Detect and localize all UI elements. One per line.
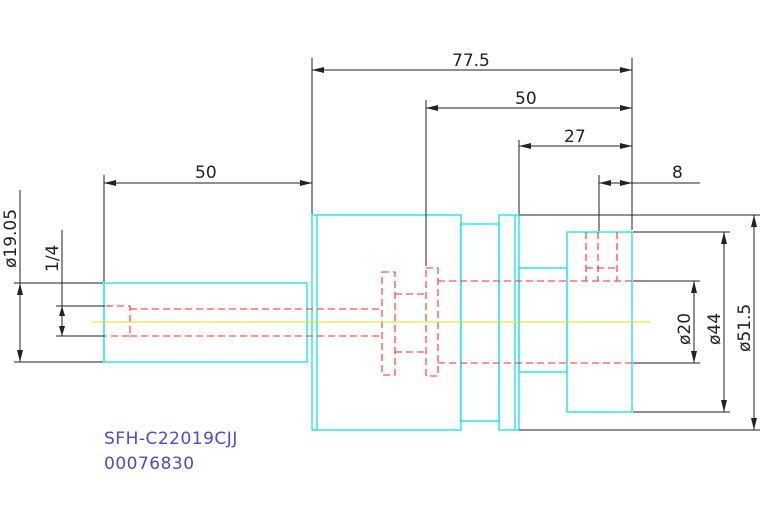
arrow-dia1905-bottom — [17, 350, 23, 362]
left-bore-hidden — [106, 305, 131, 337]
arrow-dia1905-top — [17, 283, 23, 295]
dimension-lines — [14, 58, 760, 431]
part-labels: SFH-C22019CJJ 00076830 — [104, 429, 238, 474]
dim-label-50-left: 50 — [195, 163, 217, 183]
arrow-dia20-top — [691, 281, 697, 293]
dim-label-dia515: ø51.5 — [735, 304, 755, 352]
arrow-dia44-top — [721, 232, 727, 244]
arrow-8-left — [599, 180, 611, 186]
arrow-50l-left — [104, 180, 116, 186]
arrow-50r-right — [620, 105, 632, 111]
inner-flange-1 — [381, 271, 396, 376]
arrow-8-right — [620, 180, 632, 186]
arrow-27-right — [620, 143, 632, 149]
dim-label-dia20: ø20 — [675, 313, 695, 345]
dim-label-77-5: 77.5 — [452, 51, 490, 71]
arrow-dia515-top — [751, 215, 757, 227]
dimension-labels: 77.5 50 27 8 50 ø19.05 1/4 ø20 ø44 ø51.5 — [1, 51, 755, 352]
arrow-frac-top — [59, 306, 65, 316]
dim-label-frac: 1/4 — [43, 245, 63, 272]
arrow-50r-left — [426, 105, 438, 111]
dim-label-8: 8 — [672, 163, 683, 183]
arrow-27-left — [519, 143, 531, 149]
arrow-dia20-bottom — [691, 351, 697, 363]
part-number-label: 00076830 — [104, 454, 195, 474]
arrow-50l-right — [300, 180, 312, 186]
dim-label-dia44: ø44 — [705, 313, 725, 345]
dim-label-dia1905: ø19.05 — [1, 209, 21, 268]
dim-label-50-right: 50 — [515, 89, 537, 109]
hub — [518, 267, 568, 373]
arrow-dia515-bottom — [751, 418, 757, 430]
arrow-frac-bottom — [59, 326, 65, 336]
part-code-label: SFH-C22019CJJ — [104, 429, 238, 449]
dim-label-27: 27 — [564, 127, 586, 147]
arrow-77-5-left — [312, 67, 324, 73]
arrow-dia44-bottom — [721, 400, 727, 412]
arrow-77-5-right — [620, 67, 632, 73]
hidden-features — [106, 232, 632, 377]
